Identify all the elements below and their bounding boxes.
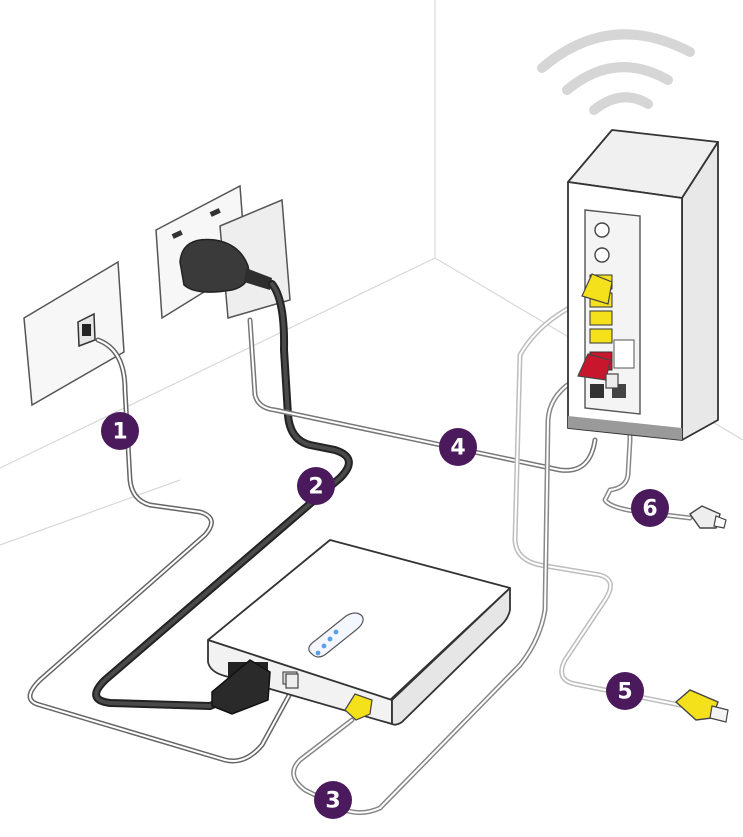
phone-plug-icon xyxy=(689,505,727,529)
ethernet-plug-icon xyxy=(577,353,611,381)
wifi-signal-icon xyxy=(537,29,695,115)
cable-2-power xyxy=(92,280,353,710)
phone-plug-icon xyxy=(285,673,299,689)
step-number: 4 xyxy=(450,436,465,461)
modem-button-icon xyxy=(594,222,610,238)
modem-button-icon xyxy=(594,247,610,263)
hub-led-icon xyxy=(327,636,333,642)
cable-4-modem-power xyxy=(247,317,598,473)
ethernet-plug-icon xyxy=(674,689,729,723)
step-badge-6: 6 xyxy=(631,489,669,527)
step-badge-5: 5 xyxy=(606,672,644,710)
step-badge-2: 2 xyxy=(297,467,335,505)
phone-plug-icon xyxy=(605,373,619,389)
power-plug-icon xyxy=(179,238,272,293)
step-number: 3 xyxy=(325,789,340,814)
step-number: 6 xyxy=(642,497,657,522)
power-plug-icon xyxy=(211,659,271,715)
step-number: 2 xyxy=(308,475,323,500)
step-number: 1 xyxy=(112,420,127,445)
ethernet-plug-icon xyxy=(581,273,613,305)
step-badge-4: 4 xyxy=(439,428,477,466)
hub-led-icon xyxy=(333,629,339,635)
step-badge-1: 1 xyxy=(101,412,139,450)
hub-led-icon xyxy=(321,643,327,649)
ethernet-plug-icon xyxy=(344,693,373,721)
cable-1-phone-line xyxy=(27,337,295,764)
phone-wall-socket-icon xyxy=(23,260,125,407)
step-number: 5 xyxy=(617,680,632,705)
cable-3-broadband xyxy=(291,372,588,816)
step-badge-3: 3 xyxy=(314,781,352,819)
cable-5-ethernet xyxy=(512,297,683,708)
hub-led-icon xyxy=(315,650,321,656)
